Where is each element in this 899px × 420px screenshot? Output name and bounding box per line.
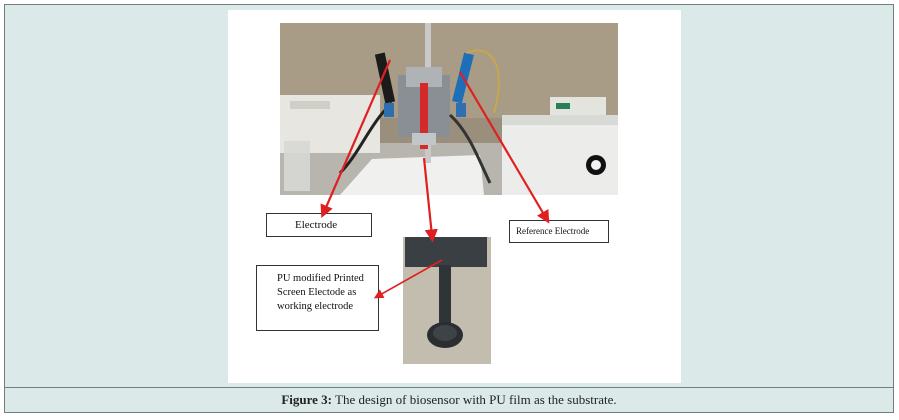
- printed-electrode-photo: [403, 237, 491, 364]
- figure-image: Electrode Reference Electrode PU modifie…: [228, 10, 681, 383]
- pu-label-line-2: Screen Electode as: [277, 287, 357, 298]
- figure-table: Electrode Reference Electrode PU modifie…: [4, 4, 894, 413]
- caption-label: Figure 3:: [281, 392, 332, 407]
- apparatus-photo: [280, 23, 618, 195]
- caption-text: The design of biosensor with PU film as …: [332, 392, 617, 407]
- pu-label-line-1: PU modified Printed: [277, 273, 364, 284]
- pu-electrode-label: PU modified Printed Screen Electode as w…: [256, 265, 379, 331]
- figure-caption: Figure 3: The design of biosensor with P…: [5, 387, 893, 413]
- reference-electrode-label: Reference Electrode: [509, 220, 609, 243]
- pu-label-line-3: working electrode: [277, 301, 354, 312]
- figure-cell: Electrode Reference Electrode PU modifie…: [5, 5, 893, 388]
- electrode-label: Electrode: [266, 213, 372, 237]
